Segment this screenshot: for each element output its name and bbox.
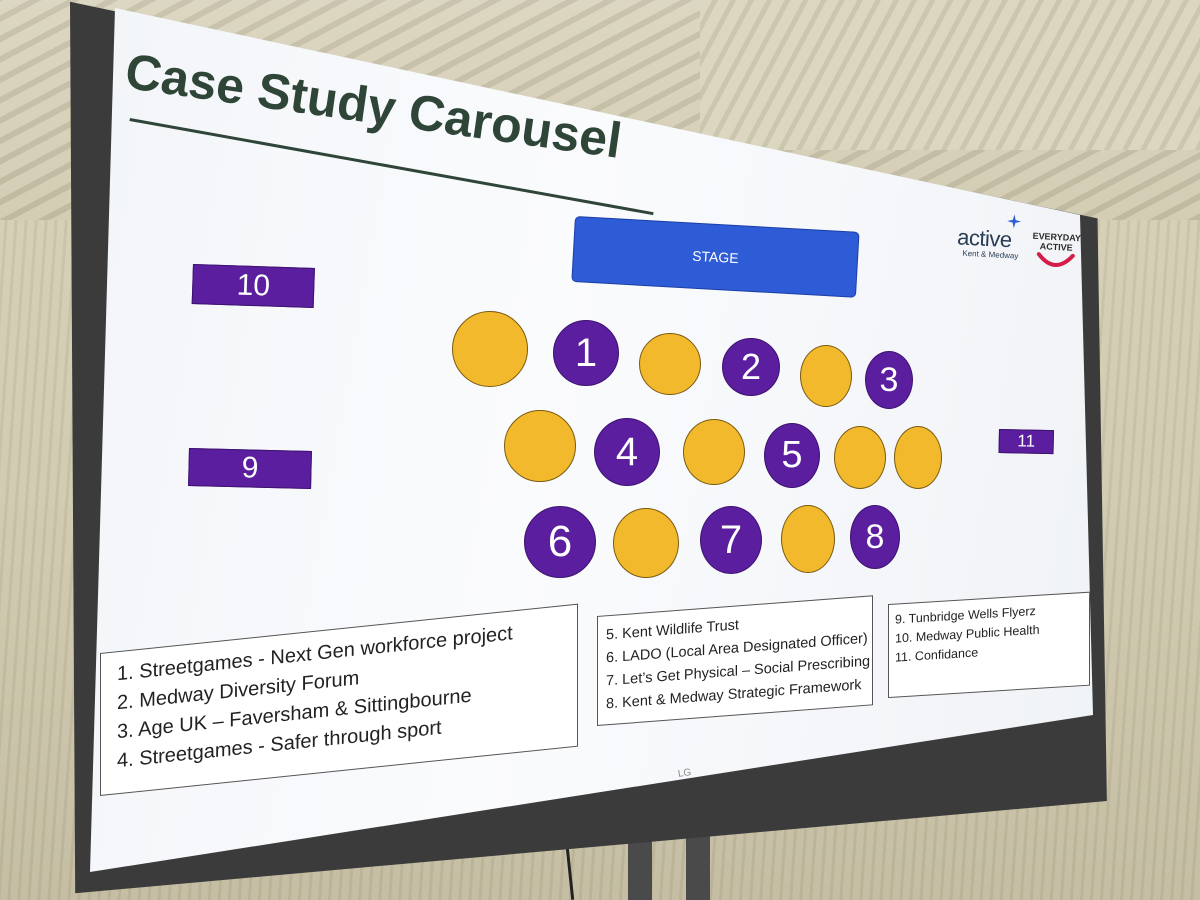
- table-10-label: 10: [191, 264, 315, 309]
- table-9-label: 9: [188, 448, 312, 489]
- table-6: 6: [524, 506, 596, 578]
- stage-block: STAGE: [571, 216, 860, 298]
- table-unnumbered: [894, 426, 942, 489]
- table-unnumbered: [781, 505, 835, 573]
- active-kent-medway-logo: active Kent & Medway: [956, 214, 1022, 261]
- table-4: 4: [594, 418, 660, 486]
- table-unnumbered: [683, 419, 745, 485]
- table-unnumbered: [613, 508, 679, 578]
- table-1: 1: [553, 320, 619, 386]
- table-3: 3: [865, 351, 913, 409]
- table-5: 5: [764, 423, 820, 488]
- active-logo-sub: Kent & Medway: [962, 248, 1019, 261]
- table-unnumbered: [834, 426, 886, 489]
- legend-box-tables-9-11: 9. Tunbridge Wells Flyerz 10. Medway Pub…: [888, 591, 1090, 698]
- legend-box-tables-1-4: 1. Streetgames - Next Gen workforce proj…: [100, 603, 578, 796]
- table-unnumbered: [452, 311, 528, 387]
- everyday-active-logo: EVERYDAY ACTIVE: [1030, 231, 1082, 273]
- legend-box-tables-5-8: 5. Kent Wildlife Trust 6. LADO (Local Ar…: [597, 595, 873, 726]
- table-unnumbered: [800, 345, 852, 407]
- table-7: 7: [700, 506, 762, 574]
- table-11-label: 11: [998, 429, 1054, 455]
- table-8: 8: [850, 505, 900, 569]
- table-unnumbered: [504, 410, 576, 482]
- table-2: 2: [722, 338, 780, 396]
- ceiling-drape: [700, 0, 1200, 150]
- table-unnumbered: [639, 333, 701, 395]
- tv-brand-logo: LG: [677, 767, 693, 780]
- stage-label: STAGE: [691, 247, 740, 267]
- swoosh-icon: [1036, 252, 1075, 267]
- star-icon: [1007, 214, 1022, 229]
